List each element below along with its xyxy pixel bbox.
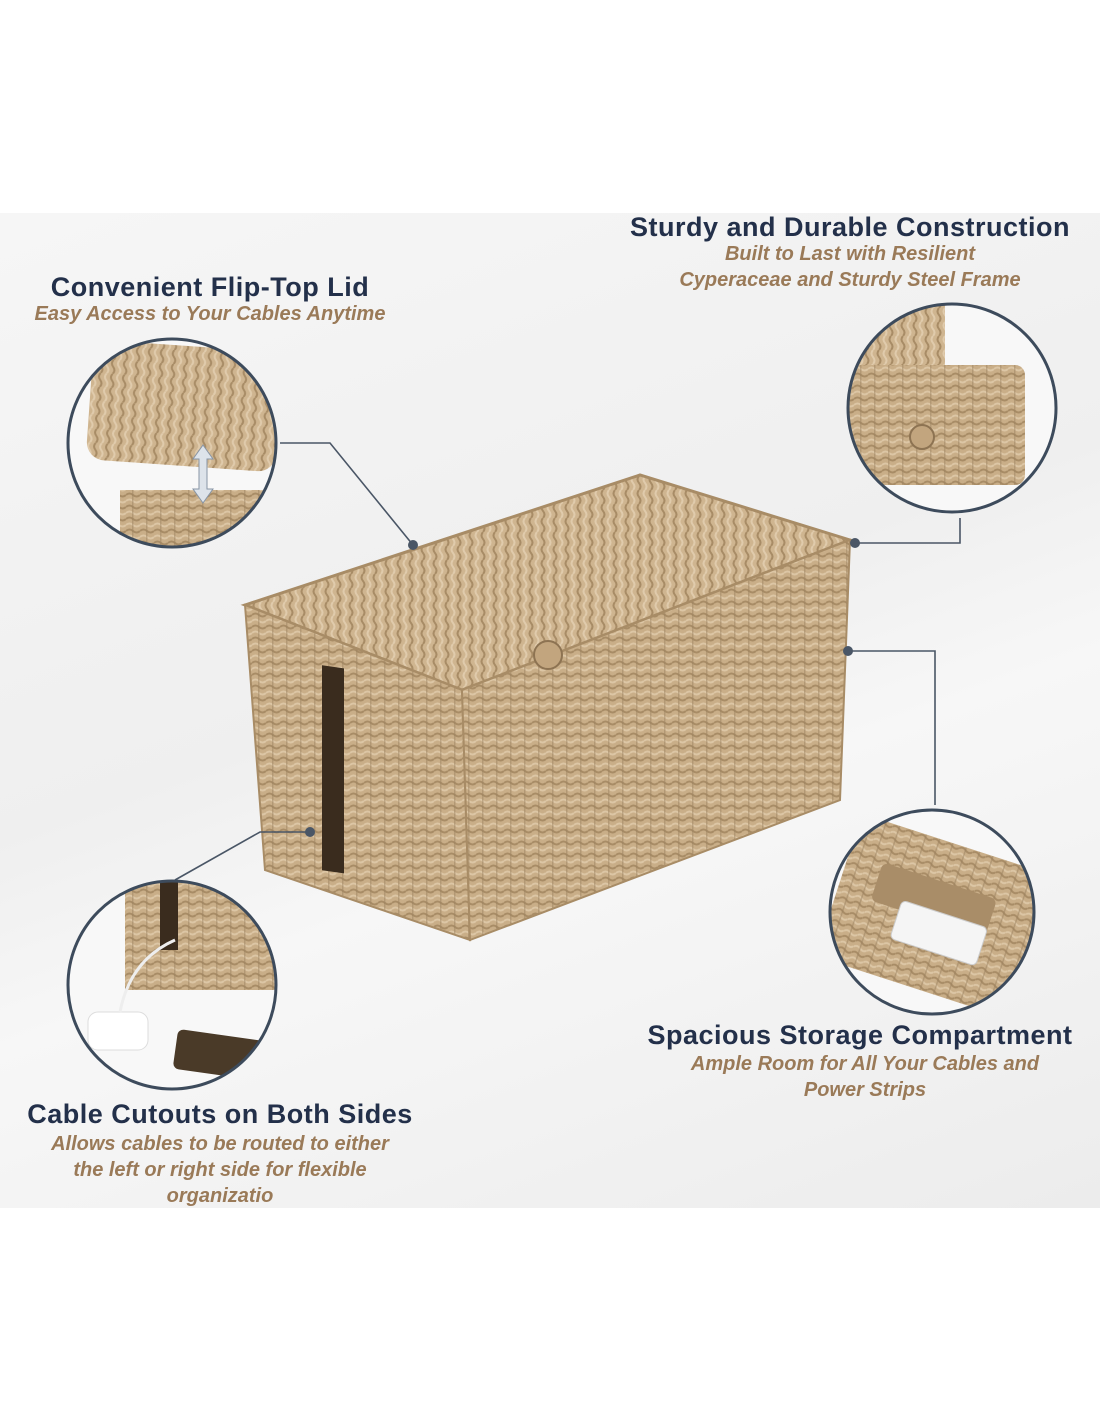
feature-title-flip-lid: Convenient Flip-Top Lid (50, 272, 370, 302)
detail-circle-flip-lid (66, 337, 278, 549)
subtitle-line: organizatio (166, 1185, 274, 1207)
feature-subtitle-cutouts: Allows cables to be routed to either the… (0, 1131, 440, 1209)
feature-subtitle-flip-lid: Easy Access to Your Cables Anytime (34, 303, 386, 325)
detail-circle-construction (846, 302, 1058, 514)
subtitle-line: the left or right side for flexible (73, 1159, 367, 1181)
connector-lines (174, 442, 961, 881)
subtitle-line: Built to Last with Resilient (724, 243, 975, 265)
feature-subtitle-construction: Built to Last with Resilient Cyperaceae … (600, 241, 1100, 293)
subtitle-line: Cyperaceae and Sturdy Steel Frame (679, 269, 1021, 291)
cable-box-basket (240, 473, 855, 942)
feature-subtitle-storage: Ample Room for All Your Cables and Power… (630, 1051, 1100, 1103)
detail-circle-cutouts (66, 879, 278, 1091)
feature-title-storage: Spacious Storage Compartment (647, 1020, 1073, 1050)
subtitle-line: Allows cables to be routed to either (51, 1133, 389, 1155)
feature-title-cutouts: Cable Cutouts on Both Sides (27, 1099, 413, 1129)
feature-title-construction: Sturdy and Durable Construction (629, 212, 1071, 242)
subtitle-line: Ample Room for All Your Cables and (690, 1053, 1040, 1075)
subtitle-line: Power Strips (803, 1079, 927, 1101)
detail-circle-storage (828, 808, 1036, 1016)
